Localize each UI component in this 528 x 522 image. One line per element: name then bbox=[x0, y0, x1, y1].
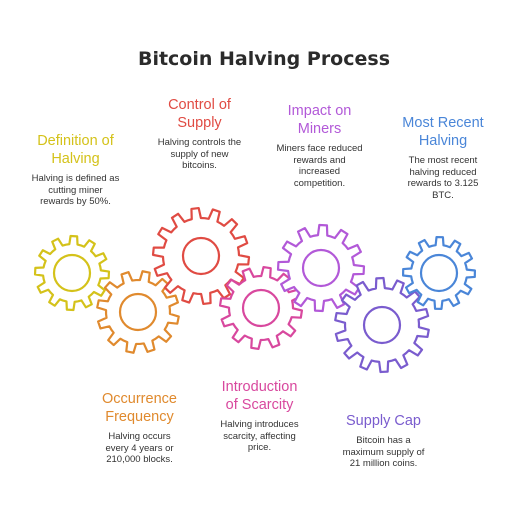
gear-cap bbox=[334, 276, 430, 374]
block-title: Definition of Halving bbox=[18, 132, 133, 168]
block-description-line: Halving occurs bbox=[108, 431, 171, 442]
gear-outline bbox=[276, 223, 366, 313]
block-description-line: 21 million coins. bbox=[349, 458, 418, 469]
gear-hole bbox=[301, 248, 341, 288]
block-title: Introduction of Scarcity bbox=[202, 378, 317, 414]
gear-outline bbox=[401, 235, 477, 311]
gear-control bbox=[151, 206, 251, 306]
gear-outline bbox=[334, 276, 430, 374]
block-description-line: bitcoins. bbox=[182, 160, 217, 171]
gear-hole bbox=[181, 236, 221, 276]
block-description-line: rewards to 3.125 bbox=[407, 178, 479, 189]
block-title-line: Halving bbox=[418, 133, 468, 149]
block-description-line: price. bbox=[247, 442, 272, 453]
block-definition-of-halving: Definition of Halving Halving is defined … bbox=[18, 132, 133, 208]
diagram-title: Bitcoin Halving Process bbox=[137, 48, 391, 70]
block-description-line: supply of new bbox=[170, 148, 229, 160]
gear-outline bbox=[96, 270, 180, 354]
block-title-line: of Scarcity bbox=[225, 397, 294, 413]
block-title-line: Introduction bbox=[221, 379, 298, 395]
block-title-line: Supply bbox=[177, 115, 222, 131]
gear-hole bbox=[52, 253, 92, 293]
block-title: Impact on Miners bbox=[262, 102, 377, 138]
block-description-line: scarcity, affecting bbox=[223, 430, 296, 442]
block-description-line: Halving is defined as bbox=[31, 173, 120, 184]
block-description-line: every 4 years or bbox=[105, 442, 174, 454]
block-description-line: Bitcoin has a bbox=[356, 435, 411, 446]
block-introduction-of-scarcity: Introduction of Scarcity Halving introduc… bbox=[202, 378, 317, 454]
gear-hole bbox=[118, 292, 158, 332]
block-title-line: Halving bbox=[51, 151, 100, 167]
gear-recent bbox=[401, 235, 477, 311]
gear-scarcity bbox=[218, 265, 304, 351]
block-description-line: cutting miner bbox=[48, 184, 103, 196]
block-description-line: Halving controls the bbox=[157, 137, 242, 148]
block-title-line: Miners bbox=[297, 121, 342, 137]
gear-occurrence bbox=[96, 270, 180, 354]
gear-definition bbox=[33, 234, 111, 312]
block-description-line: competition. bbox=[293, 177, 346, 189]
block-description-line: halving reduced bbox=[409, 166, 477, 178]
block-title-line: Control of bbox=[168, 97, 231, 113]
block-title: Supply Cap bbox=[326, 412, 441, 430]
block-title-line: Impact on bbox=[287, 103, 352, 119]
block-description-line: maximum supply of bbox=[342, 446, 425, 458]
gear-outline bbox=[33, 234, 111, 312]
block-title-line: Most Recent bbox=[402, 115, 484, 131]
block-title: Control of Supply bbox=[142, 96, 257, 132]
block-description-line: increased bbox=[298, 166, 341, 177]
block-description-line: 210,000 blocks. bbox=[106, 454, 173, 465]
gear-impact bbox=[276, 223, 366, 313]
block-description-line: Miners face reduced bbox=[276, 143, 363, 154]
block-description-line: rewards and bbox=[293, 154, 346, 166]
block-description-line: Halving introduces bbox=[220, 419, 299, 430]
block-title-line: Frequency bbox=[105, 409, 174, 425]
block-title-line: Supply Cap bbox=[346, 413, 421, 429]
block-description-line: The most recent bbox=[408, 155, 478, 166]
block-description-line: BTC. bbox=[432, 189, 454, 201]
gear-outline bbox=[218, 265, 304, 351]
block-title-line: Occurrence bbox=[102, 391, 177, 407]
gear-hole bbox=[241, 288, 281, 328]
block-description-line: rewards by 50%. bbox=[40, 196, 111, 207]
gear-hole bbox=[362, 305, 402, 345]
gear-hole bbox=[419, 253, 459, 293]
block-title-line: Definition of bbox=[37, 133, 114, 149]
gear-outline bbox=[151, 206, 251, 306]
